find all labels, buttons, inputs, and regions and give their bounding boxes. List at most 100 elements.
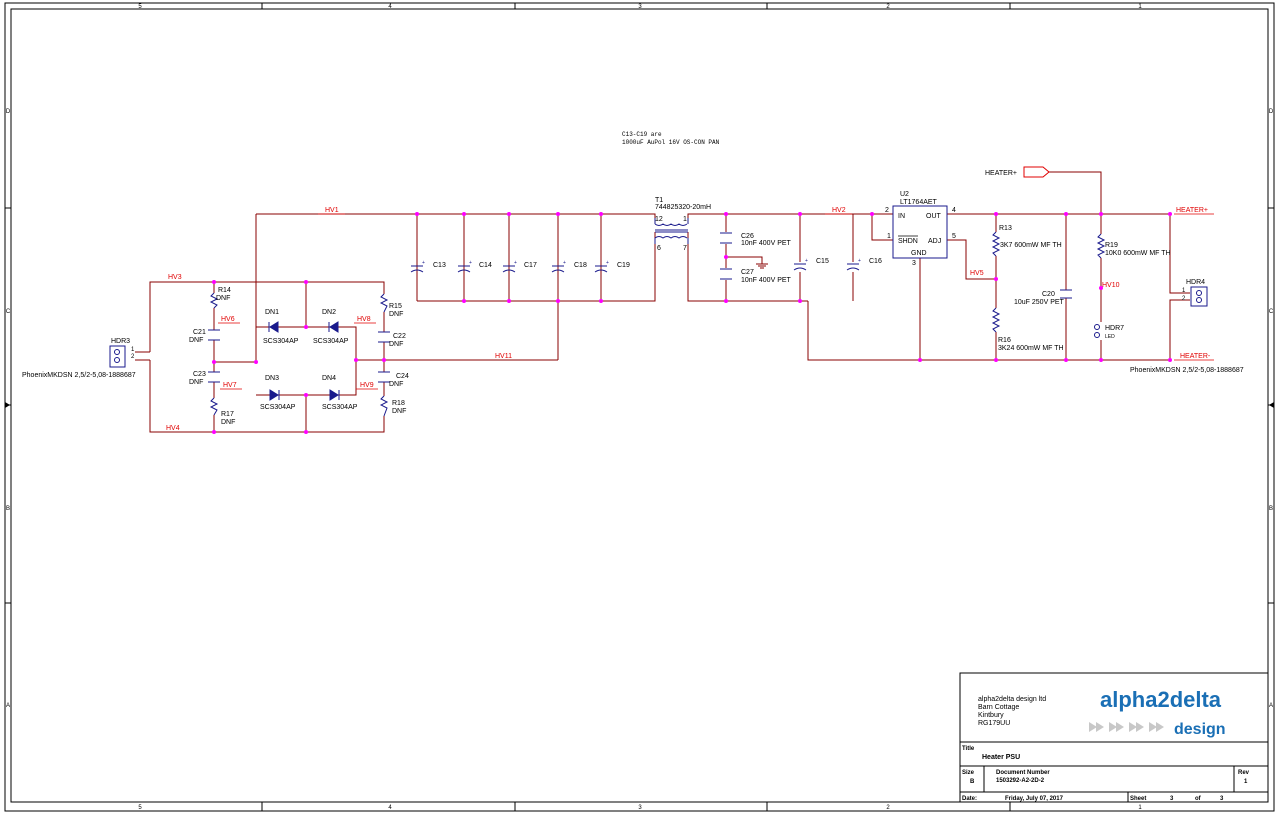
svg-text:DN1: DN1	[265, 309, 279, 316]
svg-text:10nF 400V PET: 10nF 400V PET	[741, 277, 792, 284]
svg-text:+: +	[858, 258, 861, 264]
svg-text:DNF: DNF	[389, 311, 403, 318]
size-value: B	[970, 779, 975, 785]
svg-text:5: 5	[952, 233, 956, 240]
snubber-parts	[208, 292, 390, 417]
design-note: C13-C19 are 1000uF AuPol 16V OS-CON PAN	[622, 131, 720, 146]
svg-text:+: +	[469, 260, 472, 266]
svg-text:C27: C27	[741, 269, 754, 276]
net-hv8: HV8	[357, 316, 371, 323]
svg-text:C22: C22	[393, 333, 406, 340]
col-label: 5	[138, 805, 142, 811]
svg-text:PhoenixMKDSN 2,5/2-5,08-188868: PhoenixMKDSN 2,5/2-5,08-1888687	[1130, 367, 1244, 374]
svg-text:SCS304AP: SCS304AP	[313, 338, 349, 345]
svg-text:3K7 600mW MF TH: 3K7 600mW MF TH	[1000, 242, 1062, 249]
diode-labels: DN1 SCS304AP DN2 SCS304AP DN3 SCS304AP D…	[260, 309, 358, 411]
svg-text:R15: R15	[389, 303, 402, 310]
svg-text:1: 1	[683, 216, 687, 223]
svg-text:C16: C16	[869, 258, 882, 265]
net-label-underlines	[218, 213, 1214, 390]
net-hv7: HV7	[223, 382, 237, 389]
svg-text:U2: U2	[900, 191, 909, 198]
svg-text:DNF: DNF	[392, 408, 406, 415]
svg-text:HEATER+: HEATER+	[985, 170, 1017, 177]
cap-c19	[594, 265, 608, 273]
cap-c14	[457, 265, 471, 273]
title-value: Heater PSU	[982, 754, 1020, 761]
svg-text:DNF: DNF	[221, 419, 235, 426]
svg-text:LED: LED	[1105, 334, 1115, 340]
net-heater-neg: HEATER-	[1180, 353, 1211, 360]
regulator-u2: U2 LT1764AET IN OUT SHDN ADJ GND 2 4 1 5…	[885, 191, 956, 267]
svg-text:12: 12	[655, 216, 663, 223]
svg-text:10nF 400V PET: 10nF 400V PET	[741, 240, 792, 247]
cap-bank	[410, 263, 860, 273]
svg-text:DN3: DN3	[265, 375, 279, 382]
junctions	[212, 212, 1172, 434]
logo-sub: design	[1174, 721, 1226, 738]
cap-bank-labels: C13 C14 C17 C18 C19 C15 C16	[433, 258, 882, 269]
cap-c26-c27: C26 10nF 400V PET C27 10nF 400V PET	[720, 232, 792, 284]
row-label: C	[1269, 309, 1274, 315]
svg-text:4: 4	[952, 207, 956, 214]
net-hv5: HV5	[970, 270, 984, 277]
svg-text:DNF: DNF	[389, 381, 403, 388]
col-label: 3	[638, 4, 642, 10]
svg-text:PhoenixMKDSN 2,5/2-5,08-188868: PhoenixMKDSN 2,5/2-5,08-1888687	[22, 372, 136, 379]
row-label: A	[6, 703, 10, 709]
svg-text:+: +	[422, 260, 425, 266]
cap-c13	[410, 265, 424, 273]
svg-text:T1: T1	[655, 197, 663, 204]
svg-text:C24: C24	[396, 373, 409, 380]
col-label: 2	[886, 805, 890, 811]
svg-text:C15: C15	[816, 258, 829, 265]
svg-text:R16: R16	[998, 337, 1011, 344]
company-line: Kintbury	[978, 712, 1004, 719]
svg-text:DNF: DNF	[189, 379, 203, 386]
svg-text:+: +	[563, 260, 566, 266]
resistor-labels: R13 3K7 600mW MF TH R16 3K24 600mW MF TH…	[998, 225, 1171, 352]
svg-text:1000uF AuPol 16V OS-CON PAN: 1000uF AuPol 16V OS-CON PAN	[622, 139, 720, 146]
net-heater-pos: HEATER+	[1176, 207, 1208, 214]
svg-text:SCS304AP: SCS304AP	[263, 338, 299, 345]
border-arrows	[5, 402, 1274, 408]
svg-text:+: +	[805, 258, 808, 264]
row-label: D	[6, 109, 11, 115]
border-labels: 5 4 3 2 1 5 4 3 2 1 D C B A D C B A	[6, 4, 1274, 811]
size-label: Size	[962, 770, 975, 776]
svg-text:R14: R14	[218, 287, 231, 294]
net-labels: HV1 HV2 HV3 HV4 HV5 HV6 HV7 HV8 HV9 HV10…	[166, 207, 1211, 432]
svg-text:2: 2	[885, 207, 889, 214]
col-label: 1	[1138, 805, 1142, 811]
snubber-labels: R14 DNF C21 DNF C23 DNF R17 DNF R15 DNF …	[189, 287, 409, 426]
of-label: of	[1195, 796, 1202, 802]
sheet-value: 3	[1170, 796, 1174, 802]
svg-text:1: 1	[887, 233, 891, 240]
hdr7-led: HDR7 LED	[1094, 324, 1124, 340]
svg-text:1: 1	[131, 347, 135, 353]
svg-text:1: 1	[1182, 288, 1186, 294]
ground-symbol	[756, 263, 768, 269]
svg-text:LT1764AET: LT1764AET	[900, 199, 938, 206]
company-line: alpha2delta design ltd	[978, 696, 1046, 703]
bridge-diodes	[268, 321, 340, 401]
title-block	[959, 672, 1269, 803]
svg-text:2: 2	[1182, 296, 1186, 302]
col-label: 3	[638, 805, 642, 811]
svg-text:C14: C14	[479, 262, 492, 269]
svg-text:DN2: DN2	[322, 309, 336, 316]
svg-text:DNF: DNF	[216, 295, 230, 302]
svg-text:HDR7: HDR7	[1105, 325, 1124, 332]
col-label: 1	[1138, 4, 1142, 10]
svg-text:3: 3	[912, 260, 916, 267]
svg-text:HDR3: HDR3	[111, 338, 130, 345]
svg-text:+: +	[606, 260, 609, 266]
svg-text:R13: R13	[999, 225, 1012, 232]
date-value: Friday, July 07, 2017	[1005, 796, 1064, 802]
svg-text:DN4: DN4	[322, 375, 336, 382]
svg-text:C19: C19	[617, 262, 630, 269]
rev-label: Rev	[1238, 770, 1250, 776]
cap-c17	[502, 265, 516, 273]
company-line: RG179UU	[978, 720, 1010, 727]
